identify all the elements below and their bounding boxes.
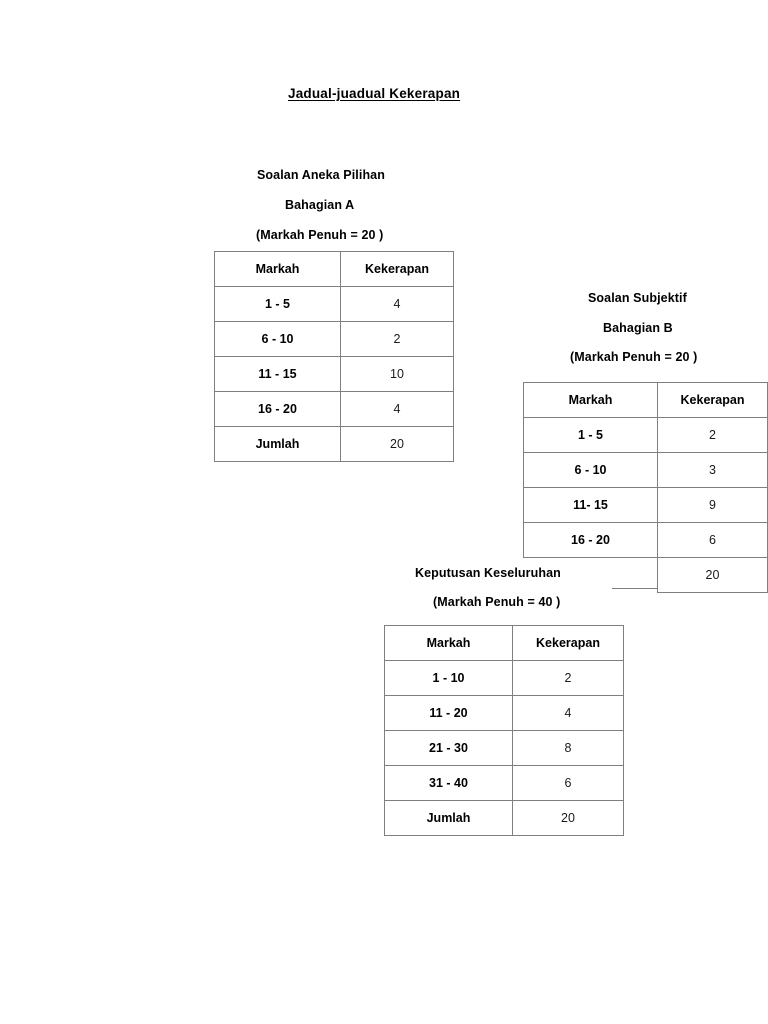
- table-row: 31 - 40 6: [384, 765, 624, 801]
- cell-markah: 6 - 10: [214, 321, 341, 357]
- table-header-row: Markah Kekerapan: [523, 382, 768, 418]
- cell-total-label: Jumlah: [384, 800, 513, 836]
- column-header-kekerapan: Kekerapan: [512, 625, 624, 661]
- column-header-markah: Markah: [523, 382, 658, 418]
- cell-total-value: 20: [512, 800, 624, 836]
- table-header-row: Markah Kekerapan: [214, 251, 454, 287]
- cell-kekerapan: 2: [340, 321, 454, 357]
- frequency-table-bahagian-b: Markah Kekerapan 1 - 5 2 6 - 10 3 11- 15…: [523, 382, 768, 593]
- section-c-subject: Keputusan Keseluruhan: [412, 565, 564, 581]
- table-row: 1 - 10 2: [384, 660, 624, 696]
- cell-kekerapan: 6: [657, 522, 768, 558]
- cell-kekerapan: 2: [657, 417, 768, 453]
- cell-kekerapan: 4: [340, 391, 454, 427]
- cell-kekerapan: 2: [512, 660, 624, 696]
- table-row: 6 - 10 3: [523, 452, 768, 488]
- cell-kekerapan: 8: [512, 730, 624, 766]
- cell-kekerapan: 3: [657, 452, 768, 488]
- cell-kekerapan: 4: [340, 286, 454, 322]
- cell-markah: 31 - 40: [384, 765, 513, 801]
- cell-markah: 11 - 20: [384, 695, 513, 731]
- section-a-part: Bahagian A: [285, 198, 355, 212]
- section-b-subject: Soalan Subjektif: [588, 291, 687, 305]
- cell-markah: 16 - 20: [214, 391, 341, 427]
- frequency-table-bahagian-a: Markah Kekerapan 1 - 5 4 6 - 10 2 11 - 1…: [214, 251, 454, 462]
- cell-total-value: 20: [657, 557, 768, 593]
- section-c-total-marks: (Markah Penuh = 40 ): [430, 594, 564, 610]
- cell-markah: 11- 15: [523, 487, 658, 523]
- column-header-markah: Markah: [384, 625, 513, 661]
- table-row: 1 - 5 2: [523, 417, 768, 453]
- table-row: 6 - 10 2: [214, 321, 454, 357]
- table-row: 16 - 20 6: [523, 522, 768, 558]
- table-row: 16 - 20 4: [214, 391, 454, 427]
- cell-kekerapan: 9: [657, 487, 768, 523]
- table-row: 11 - 20 4: [384, 695, 624, 731]
- table-row: 11 - 15 10: [214, 356, 454, 392]
- table-total-row: Jumlah 20: [384, 800, 624, 836]
- cell-markah: 11 - 15: [214, 356, 341, 392]
- column-header-kekerapan: Kekerapan: [657, 382, 768, 418]
- cell-total-value: 20: [340, 426, 454, 462]
- cell-markah: 6 - 10: [523, 452, 658, 488]
- table-row: 21 - 30 8: [384, 730, 624, 766]
- cell-kekerapan: 4: [512, 695, 624, 731]
- section-a-total-marks: (Markah Penuh = 20 ): [256, 228, 384, 242]
- section-b-part: Bahagian B: [603, 321, 673, 335]
- cell-markah: 1 - 10: [384, 660, 513, 696]
- cell-markah: 16 - 20: [523, 522, 658, 558]
- cell-kekerapan: 6: [512, 765, 624, 801]
- cell-markah: 1 - 5: [523, 417, 658, 453]
- table-b-bottom-border-fragment: [612, 588, 658, 589]
- section-b-total-marks: (Markah Penuh = 20 ): [570, 350, 698, 364]
- table-total-row: 20: [523, 557, 768, 593]
- cell-markah: 1 - 5: [214, 286, 341, 322]
- page-title: Jadual-juadual Kekerapan: [288, 86, 461, 101]
- column-header-markah: Markah: [214, 251, 341, 287]
- table-row: 1 - 5 4: [214, 286, 454, 322]
- cell-markah: 21 - 30: [384, 730, 513, 766]
- frequency-table-keputusan-keseluruhan: Markah Kekerapan 1 - 10 2 11 - 20 4 21 -…: [384, 625, 624, 836]
- cell-total-label: Jumlah: [214, 426, 341, 462]
- column-header-kekerapan: Kekerapan: [340, 251, 454, 287]
- table-row: 11- 15 9: [523, 487, 768, 523]
- table-total-row: Jumlah 20: [214, 426, 454, 462]
- section-a-subject: Soalan Aneka Pilihan: [257, 168, 385, 182]
- table-header-row: Markah Kekerapan: [384, 625, 624, 661]
- cell-kekerapan: 10: [340, 356, 454, 392]
